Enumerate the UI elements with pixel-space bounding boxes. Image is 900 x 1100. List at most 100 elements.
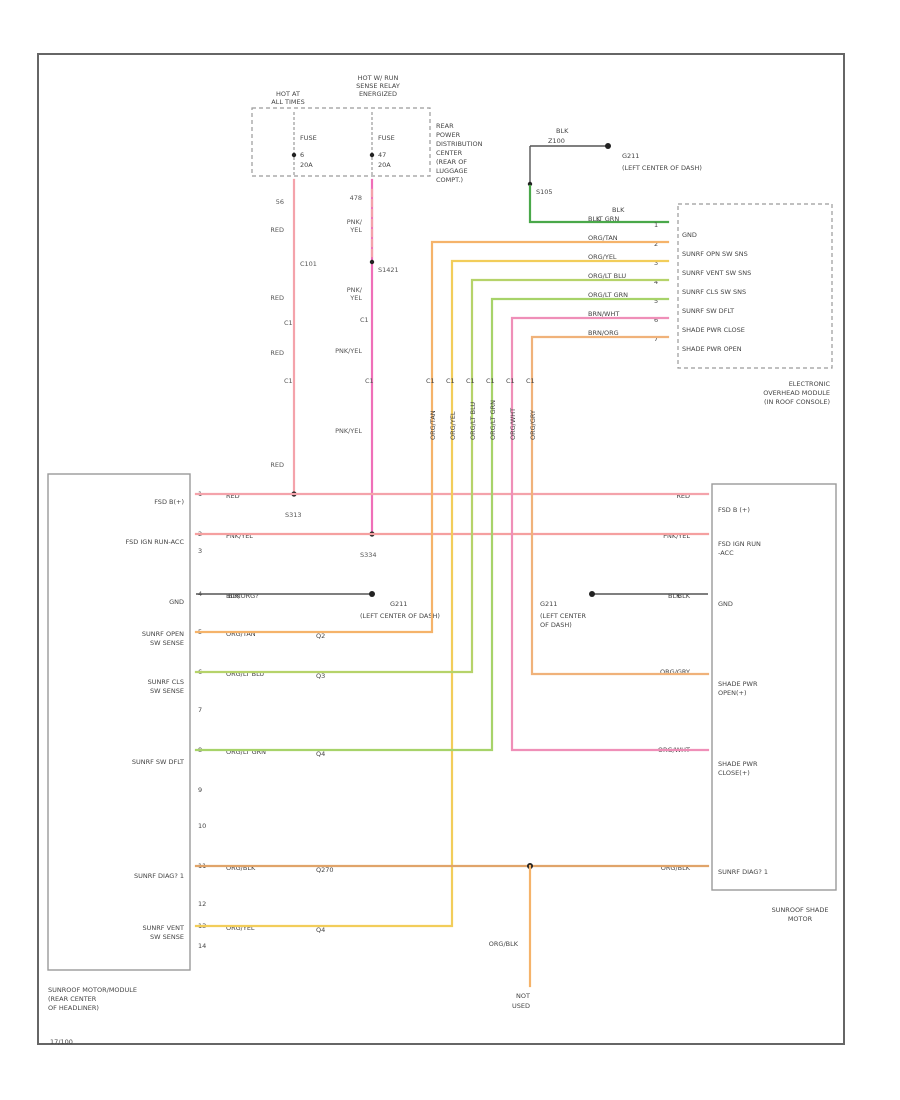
fuse-6-amp: 20A (300, 161, 313, 169)
sunroof-circuit-7: Q270 (316, 866, 334, 874)
right-col-splice2: S334 (360, 551, 377, 559)
right-col-splice: S1421 (378, 266, 399, 274)
shade-wire-label-1: RED (676, 492, 690, 500)
eom-ground-wire (528, 184, 670, 224)
sunroof-pin-num-7: 7 (198, 706, 202, 714)
ground-g211-left: BLK G211 (LEFT CENTER OF DASH) (196, 591, 440, 620)
left-col-color3: RED (270, 349, 284, 357)
eom-pin-5-num: 5 (654, 297, 658, 305)
left-col-color1: RED (270, 226, 284, 234)
eom-pin-3-label: SUNRF VENT SW SNS (682, 269, 751, 277)
wire-shade-close (510, 316, 710, 752)
right-col-color1: PNK/YEL (347, 218, 363, 234)
left-col-color2: RED (270, 294, 284, 302)
ground-top-location: (LEFT CENTER OF DASH) (622, 164, 702, 172)
left-col-wire: 56 (276, 198, 284, 206)
sunroof-pin-num-10: 10 (198, 822, 206, 830)
sunroof-wire-label-6: ORG/LT GRN (226, 748, 266, 756)
diagram-frame (37, 53, 845, 1045)
fuse-6-label: FUSE (300, 134, 317, 142)
left-col-color4: RED (270, 461, 284, 469)
shade-wire-label-6: ORG/BLK (661, 864, 691, 872)
shade-pin-label-2: FSD IGN RUN-ACC (718, 540, 761, 557)
ground-left-location: (LEFT CENTER OF DASH) (360, 612, 440, 620)
right-col-conn3: C1 (365, 377, 374, 385)
eom-ground-wire-label: BLK (612, 206, 625, 214)
ground-top-wire: BLK (556, 127, 569, 135)
ground-g211-top: BLK Z100 G211 (LEFT CENTER OF DASH) S105 (527, 127, 702, 196)
eom-wire-5-label: ORG/LT GRN (588, 291, 628, 299)
sunroof-pin-num-14: 14 (198, 942, 206, 950)
eom-ground-wire-color: LT GRN (596, 215, 619, 223)
sunroof-pin-label-7: SUNRF DIAG? 1 (134, 872, 184, 880)
fuse-6: FUSE 6 20A (291, 112, 317, 176)
left-power-column: 56 RED C101 RED C1 RED C1 RED S313 (270, 178, 317, 519)
shade-pin-label-3: GND (718, 600, 733, 608)
right-col-color2: PNK/YEL (347, 286, 363, 302)
footnote: 17/100 (50, 1038, 73, 1046)
vertical-wire-label-4: ORG/LT GRN (489, 400, 497, 440)
vertical-wire-label-5: ORG/WHT (509, 408, 517, 440)
vertical-wire-label-2: ORG/YEL (449, 411, 457, 440)
left-col-conn1: C101 (300, 260, 317, 268)
shade-wire-label-2: PNK/YEL (663, 532, 690, 540)
eom-wire-2-label: ORG/TAN (588, 234, 618, 242)
wire-vent-sense (194, 259, 670, 928)
left-col-conn3: C1 (284, 377, 293, 385)
ground-top-circuit: Z100 (548, 137, 565, 145)
vertical-conn-6: C1 (526, 377, 535, 385)
eom-pin-4-label: SUNRF CLS SW SNS (682, 288, 746, 296)
eom-pin-2-num: 2 (654, 240, 658, 248)
shade-pin-label-6: SUNRF DIAG? 1 (718, 868, 768, 876)
eom-wire-7-label: BRN/ORG (588, 329, 619, 337)
left-col-splice: S313 (285, 511, 302, 519)
sunroof-wire-label-2: PNK/YEL (226, 532, 253, 540)
sunroof-pin-num-3: 3 (198, 547, 202, 555)
eom-pin-3-num: 3 (654, 259, 658, 267)
eom-pin-6-label: SHADE PWR CLOSE (682, 326, 745, 334)
eom-pin-1-num: 1 (654, 221, 658, 229)
eom-wire-6-label: BRN/WHT (588, 310, 619, 318)
eom-pin-2-label: SUNRF OPN SW SNS (682, 250, 748, 258)
sunroof-pin-label-1: FSD B(+) (154, 498, 184, 506)
wire-sw-dflt (194, 297, 670, 752)
vertical-conn-2: C1 (446, 377, 455, 385)
sunroof-module-box (47, 473, 191, 971)
wire-close-sense (194, 278, 670, 674)
eom-pin-7-label: SHADE PWR OPEN (682, 345, 742, 353)
right-col-color4: PNK/YEL (335, 427, 362, 435)
right-col-wire: 478 (350, 194, 362, 202)
sunroof-pin-label-2: FSD IGN RUN-ACC (126, 538, 185, 546)
not-used-1: NOT (516, 992, 530, 1000)
shade-wire-label-3: BLK (678, 592, 691, 600)
eom-pin-1-label: GND (682, 231, 697, 239)
fuse-6-num: 6 (300, 151, 304, 159)
ground-right-wire: BLK (668, 592, 681, 600)
vertical-wire-label-1: ORG/TAN (429, 410, 437, 440)
sunroof-wire-label-7: ORG/BLK (226, 864, 256, 872)
wire-open-sense (194, 240, 670, 634)
sunroof-circuit-4: Q2 (316, 632, 325, 640)
right-power-column: 478 PNK/YEL S1421 PNK/YEL C1 PNK/YEL C1 … (335, 178, 399, 559)
vertical-wire-label-6: ORG/GRY (529, 410, 537, 440)
ground-top-id: G211 (622, 152, 639, 160)
ground-right-id: G211 (540, 600, 557, 608)
diag-stub-wire: ORG/BLK (489, 940, 519, 948)
sunroof-circuit-8: Q4 (316, 926, 325, 934)
eom-pin-7-num: 7 (654, 335, 658, 343)
right-col-conn2: C1 (360, 316, 369, 324)
vertical-conn-4: C1 (486, 377, 495, 385)
